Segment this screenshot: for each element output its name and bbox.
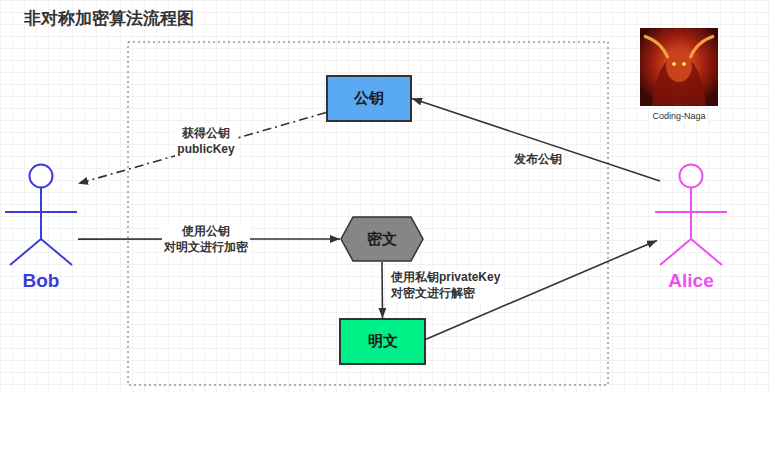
avatar-caption: Coding-Naga: [650, 111, 707, 121]
diagram-title: 非对称加密算法流程图: [24, 7, 194, 30]
actor-figure: Bob: [4, 163, 78, 292]
avatar-picture: [640, 28, 718, 106]
dashed-region: [128, 42, 608, 385]
actor-name: Bob: [23, 270, 60, 292]
stick-figure: [4, 163, 78, 268]
stick-figure: [654, 163, 728, 268]
actor-name: Alice: [668, 270, 713, 292]
edge-label: 使用私钥privateKey 对密文进行解密: [389, 268, 502, 302]
edge-label: 获得公钥 publicKey: [175, 124, 236, 158]
node-text: 明文: [368, 332, 398, 351]
key-box: 公钥: [326, 75, 412, 122]
plain-box: 明文: [339, 318, 426, 365]
flow-arrow: [78, 113, 326, 184]
node-text: 公钥: [354, 89, 384, 108]
cipher-hexagon: 密文: [340, 216, 424, 262]
node-text: 密文: [367, 230, 397, 249]
grid-ground: [0, 0, 771, 392]
flow-arrow: [381, 262, 383, 318]
edge-label: 使用公钥 对明文进行加密: [162, 222, 250, 256]
flow-arrow: [412, 99, 660, 182]
actor-figure: Alice: [654, 163, 728, 292]
edge-label: 发布公钥: [512, 150, 564, 168]
